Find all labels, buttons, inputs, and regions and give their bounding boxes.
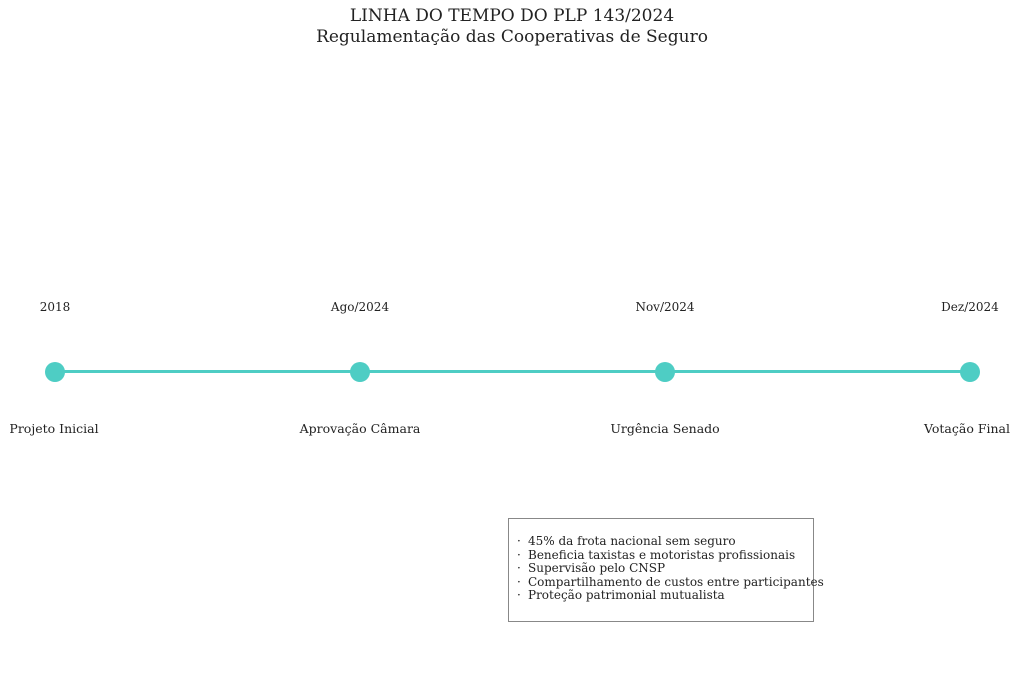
info-box: · 45% da frota nacional sem seguro · Benef…	[508, 518, 824, 622]
info-item-text: Supervisão pelo CNSP	[528, 561, 666, 575]
milestone-date-0: 2018	[39, 300, 71, 314]
milestone-label-0: Projeto Inicial	[9, 421, 99, 436]
info-item-text: Compartilhamento de custos entre partici…	[528, 574, 824, 589]
page-title: LINHA DO TEMPO DO PLP 143/2024	[349, 6, 675, 26]
info-item: · 45% da frota nacional sem seguro	[517, 534, 813, 549]
info-item: · Proteção patrimonial mutualista	[517, 588, 813, 603]
bullet: ·	[517, 588, 521, 602]
milestone-label-2: Urgência Senado	[610, 421, 720, 436]
bullet: ·	[517, 547, 521, 562]
milestone-date-3: Dez/2024	[941, 300, 999, 314]
milestone-date-2: Nov/2024	[635, 300, 695, 314]
info-item: · Compartilhamento de custos entre partic…	[517, 574, 824, 590]
milestone-dot-3	[960, 362, 980, 382]
milestone-label-3: Votação Final	[923, 421, 1010, 436]
bullet: ·	[517, 574, 521, 589]
bullet: ·	[517, 561, 521, 575]
milestone-dot-1	[350, 362, 370, 382]
milestone-dot-2	[655, 362, 675, 382]
milestone-dot-0	[45, 362, 65, 382]
info-item-text: Proteção patrimonial mutualista	[528, 588, 725, 602]
bullet: ·	[517, 534, 521, 548]
timeline-line	[55, 370, 970, 373]
info-item: · Beneficia taxistas e motoristas profiss…	[517, 547, 813, 563]
info-item-text: Beneficia taxistas e motoristas profissi…	[528, 547, 796, 562]
milestone-label-1: Aprovação Câmara	[299, 421, 421, 436]
milestone-date-1: Ago/2024	[330, 300, 390, 314]
page-subtitle: Regulamentação das Cooperativas de Segur…	[316, 27, 708, 47]
info-item: · Supervisão pelo CNSP	[517, 561, 813, 576]
info-item-text: 45% da frota nacional sem seguro	[528, 534, 736, 548]
